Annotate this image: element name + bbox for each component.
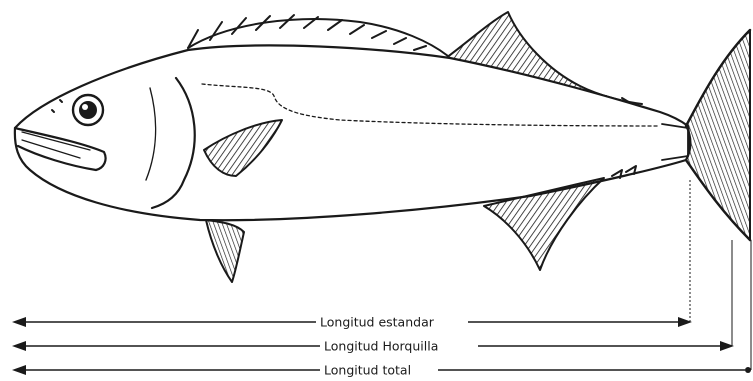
- caudal-fin: [686, 30, 750, 240]
- fish-illustration: [15, 12, 750, 282]
- fork-length-label: Longitud Horquilla: [324, 339, 438, 354]
- eye: [73, 95, 103, 125]
- total-length-label: Longitud total: [324, 363, 411, 378]
- standard-length-label: Longitud estandar: [320, 315, 435, 330]
- pelvic-fin: [206, 220, 244, 282]
